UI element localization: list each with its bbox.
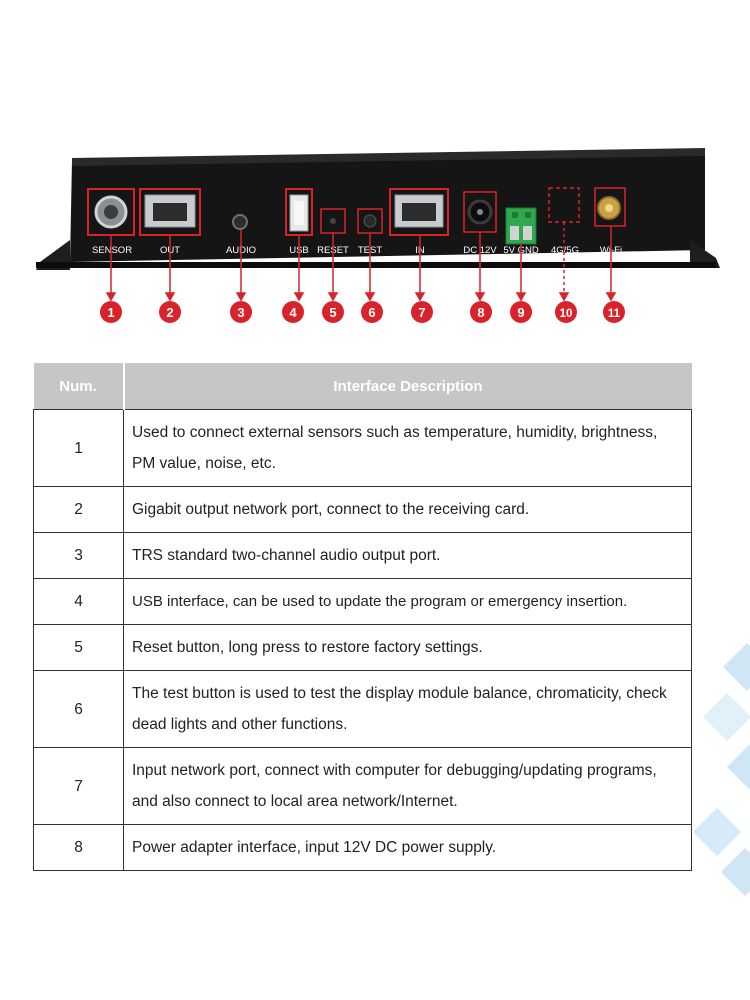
table-header-row: Num. Interface Description <box>33 363 692 410</box>
row-num: 8 <box>33 824 124 871</box>
marker-11: 11 <box>608 308 621 320</box>
marker-8: 8 <box>477 305 484 320</box>
table-row: 5 Reset button, long press to restore fa… <box>33 624 692 671</box>
table-row: 2 Gigabit output network port, connect t… <box>33 486 692 533</box>
header-num: Num. <box>33 363 125 410</box>
marker-9: 9 <box>517 305 524 320</box>
marker-4: 4 <box>289 305 297 320</box>
audio-jack <box>232 214 248 230</box>
row-num: 6 <box>33 670 124 748</box>
port-label-sensor: SENSOR <box>92 245 132 256</box>
row-description: Gigabit output network port, connect to … <box>123 486 692 533</box>
marker-6: 6 <box>368 305 375 320</box>
header-description: Interface Description <box>123 363 692 410</box>
row-num: 7 <box>33 747 124 825</box>
marker-2: 2 <box>166 305 173 320</box>
device-illustration: SENSOR OUT AUDIO USB RESET TEST IN DC 12… <box>0 0 750 340</box>
row-description: Reset button, long press to restore fact… <box>123 624 692 671</box>
marker-1: 1 <box>107 305 114 320</box>
port-label-4g5g: 4G/5G <box>551 245 579 256</box>
table-row: 8 Power adapter interface, input 12V DC … <box>33 824 692 871</box>
number-markers <box>100 301 625 323</box>
decorative-diamonds <box>690 640 750 900</box>
table-row: 6 The test button is used to test the di… <box>33 670 692 748</box>
row-description: Input network port, connect with compute… <box>123 747 692 825</box>
row-num: 3 <box>33 532 124 579</box>
row-description: USB interface, can be used to update the… <box>123 578 692 625</box>
marker-7: 7 <box>418 305 425 320</box>
row-description: Power adapter interface, input 12V DC po… <box>123 824 692 871</box>
row-description: Used to connect external sensors such as… <box>123 409 692 487</box>
row-num: 4 <box>33 578 124 625</box>
row-num: 2 <box>33 486 124 533</box>
right-flange <box>690 240 720 268</box>
marker-5: 5 <box>329 305 336 320</box>
reset-hole <box>330 218 336 224</box>
callout-arrows <box>105 222 617 302</box>
table-row: 4 USB interface, can be used to update t… <box>33 578 692 625</box>
table-row: 3 TRS standard two-channel audio output … <box>33 532 692 579</box>
row-num: 1 <box>33 409 124 487</box>
row-description: TRS standard two-channel audio output po… <box>123 532 692 579</box>
row-num: 5 <box>33 624 124 671</box>
row-description: The test button is used to test the disp… <box>123 670 692 748</box>
interface-table: Num. Interface Description 1 Used to con… <box>33 363 692 871</box>
table-row: 7 Input network port, connect with compu… <box>33 747 692 825</box>
marker-10: 10 <box>560 308 573 320</box>
table-row: 1 Used to connect external sensors such … <box>33 409 692 487</box>
device-body <box>70 150 705 262</box>
device-svg: SENSOR OUT AUDIO USB RESET TEST IN DC 12… <box>36 148 720 323</box>
marker-3: 3 <box>237 305 244 320</box>
test-button-graphic <box>363 214 377 228</box>
